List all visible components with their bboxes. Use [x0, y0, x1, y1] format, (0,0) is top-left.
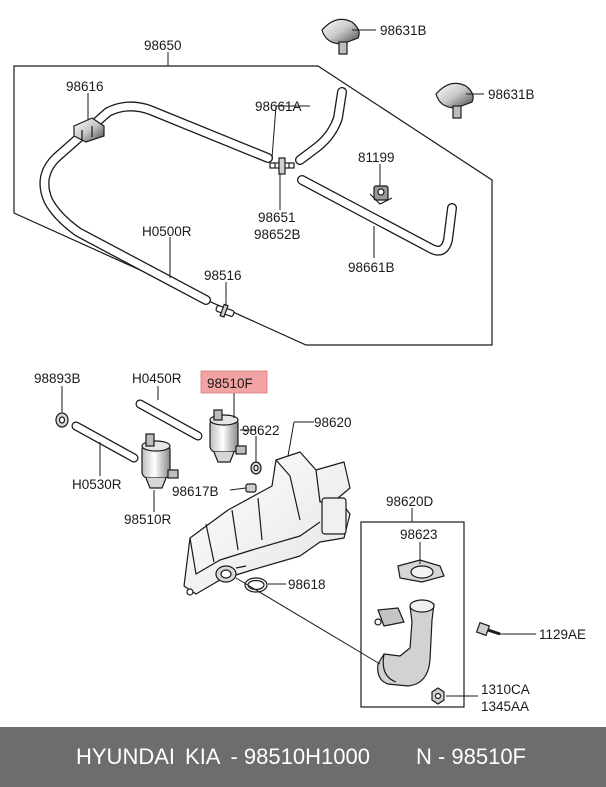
callout-98650: 98650 — [144, 38, 182, 53]
callout-98618: 98618 — [288, 577, 326, 592]
footer-code: N - 98510F — [415, 744, 526, 769]
nozzle-98631b-top — [321, 18, 360, 55]
clip-81199 — [369, 185, 393, 205]
footer-brand: HYUNDAI — [76, 744, 176, 769]
callout-98620: 98620 — [314, 415, 352, 430]
reservoir-tank-98620 — [183, 451, 351, 596]
callout-98622: 98622 — [242, 423, 280, 438]
callout-h0530r: H0530R — [72, 477, 122, 492]
callout-1129ae: 1129AE — [539, 627, 586, 642]
top-leader-lines — [87, 29, 484, 306]
callout-h0450r: H0450R — [132, 371, 182, 386]
hose-98661a — [295, 87, 347, 165]
hose-h0530r — [71, 421, 139, 463]
clip-98616 — [73, 117, 105, 143]
hose-h0450r — [135, 399, 203, 441]
nut-1310ca — [431, 687, 445, 705]
callout-1345aa: 1345AA — [481, 699, 529, 714]
footer-maker: KIA — [185, 744, 221, 769]
filler-cap-98623 — [397, 559, 445, 583]
grommet-98893b — [55, 412, 69, 428]
footer-bar: HYUNDAI KIA - 98510H1000 N - 98510F — [0, 727, 606, 787]
bolt-1129ae — [475, 621, 501, 637]
callout-81199: 81199 — [358, 150, 395, 165]
callout-1310ca: 1310CA — [481, 682, 530, 697]
callout-98652b: 98652B — [254, 227, 301, 242]
grommet-98622 — [250, 461, 262, 475]
hose-h0500r — [39, 101, 273, 305]
lower-leader-lines — [61, 386, 536, 697]
callout-98631b-right: 98631B — [488, 87, 535, 102]
callout-98510r: 98510R — [124, 512, 172, 527]
callout-98620d: 98620D — [386, 494, 434, 509]
callout-98631b-top: 98631B — [380, 23, 427, 38]
nozzle-98631b-right — [435, 82, 474, 119]
hose-kit-outline — [13, 65, 493, 346]
filler-neck-98620d — [374, 599, 435, 687]
pump-98510f — [209, 409, 247, 463]
callout-98623: 98623 — [400, 527, 438, 542]
callout-h0500r: H0500R — [142, 224, 192, 239]
callout-98510f: 98510F — [207, 376, 253, 391]
connector-98516 — [215, 303, 235, 318]
callout-98651: 98651 — [258, 210, 296, 225]
callout-98893b: 98893B — [34, 371, 81, 386]
callout-98516: 98516 — [204, 268, 242, 283]
callout-98661a: 98661A — [255, 99, 302, 114]
callout-98617b: 98617B — [172, 484, 219, 499]
highlight-98510f — [200, 370, 268, 394]
t-connector-98651 — [269, 157, 295, 175]
callout-98616: 98616 — [66, 79, 104, 94]
cap-98617b — [245, 483, 257, 493]
callout-98661b: 98661B — [348, 260, 395, 275]
parts-diagram: 98650 98631B 98631B 98616 98661A 81199 9… — [13, 18, 586, 714]
footer-part-number: - 98510H1000 — [230, 744, 370, 769]
hose-98661b — [297, 175, 457, 256]
pump-98510r — [141, 433, 179, 489]
filler-hose-leader — [235, 577, 381, 665]
